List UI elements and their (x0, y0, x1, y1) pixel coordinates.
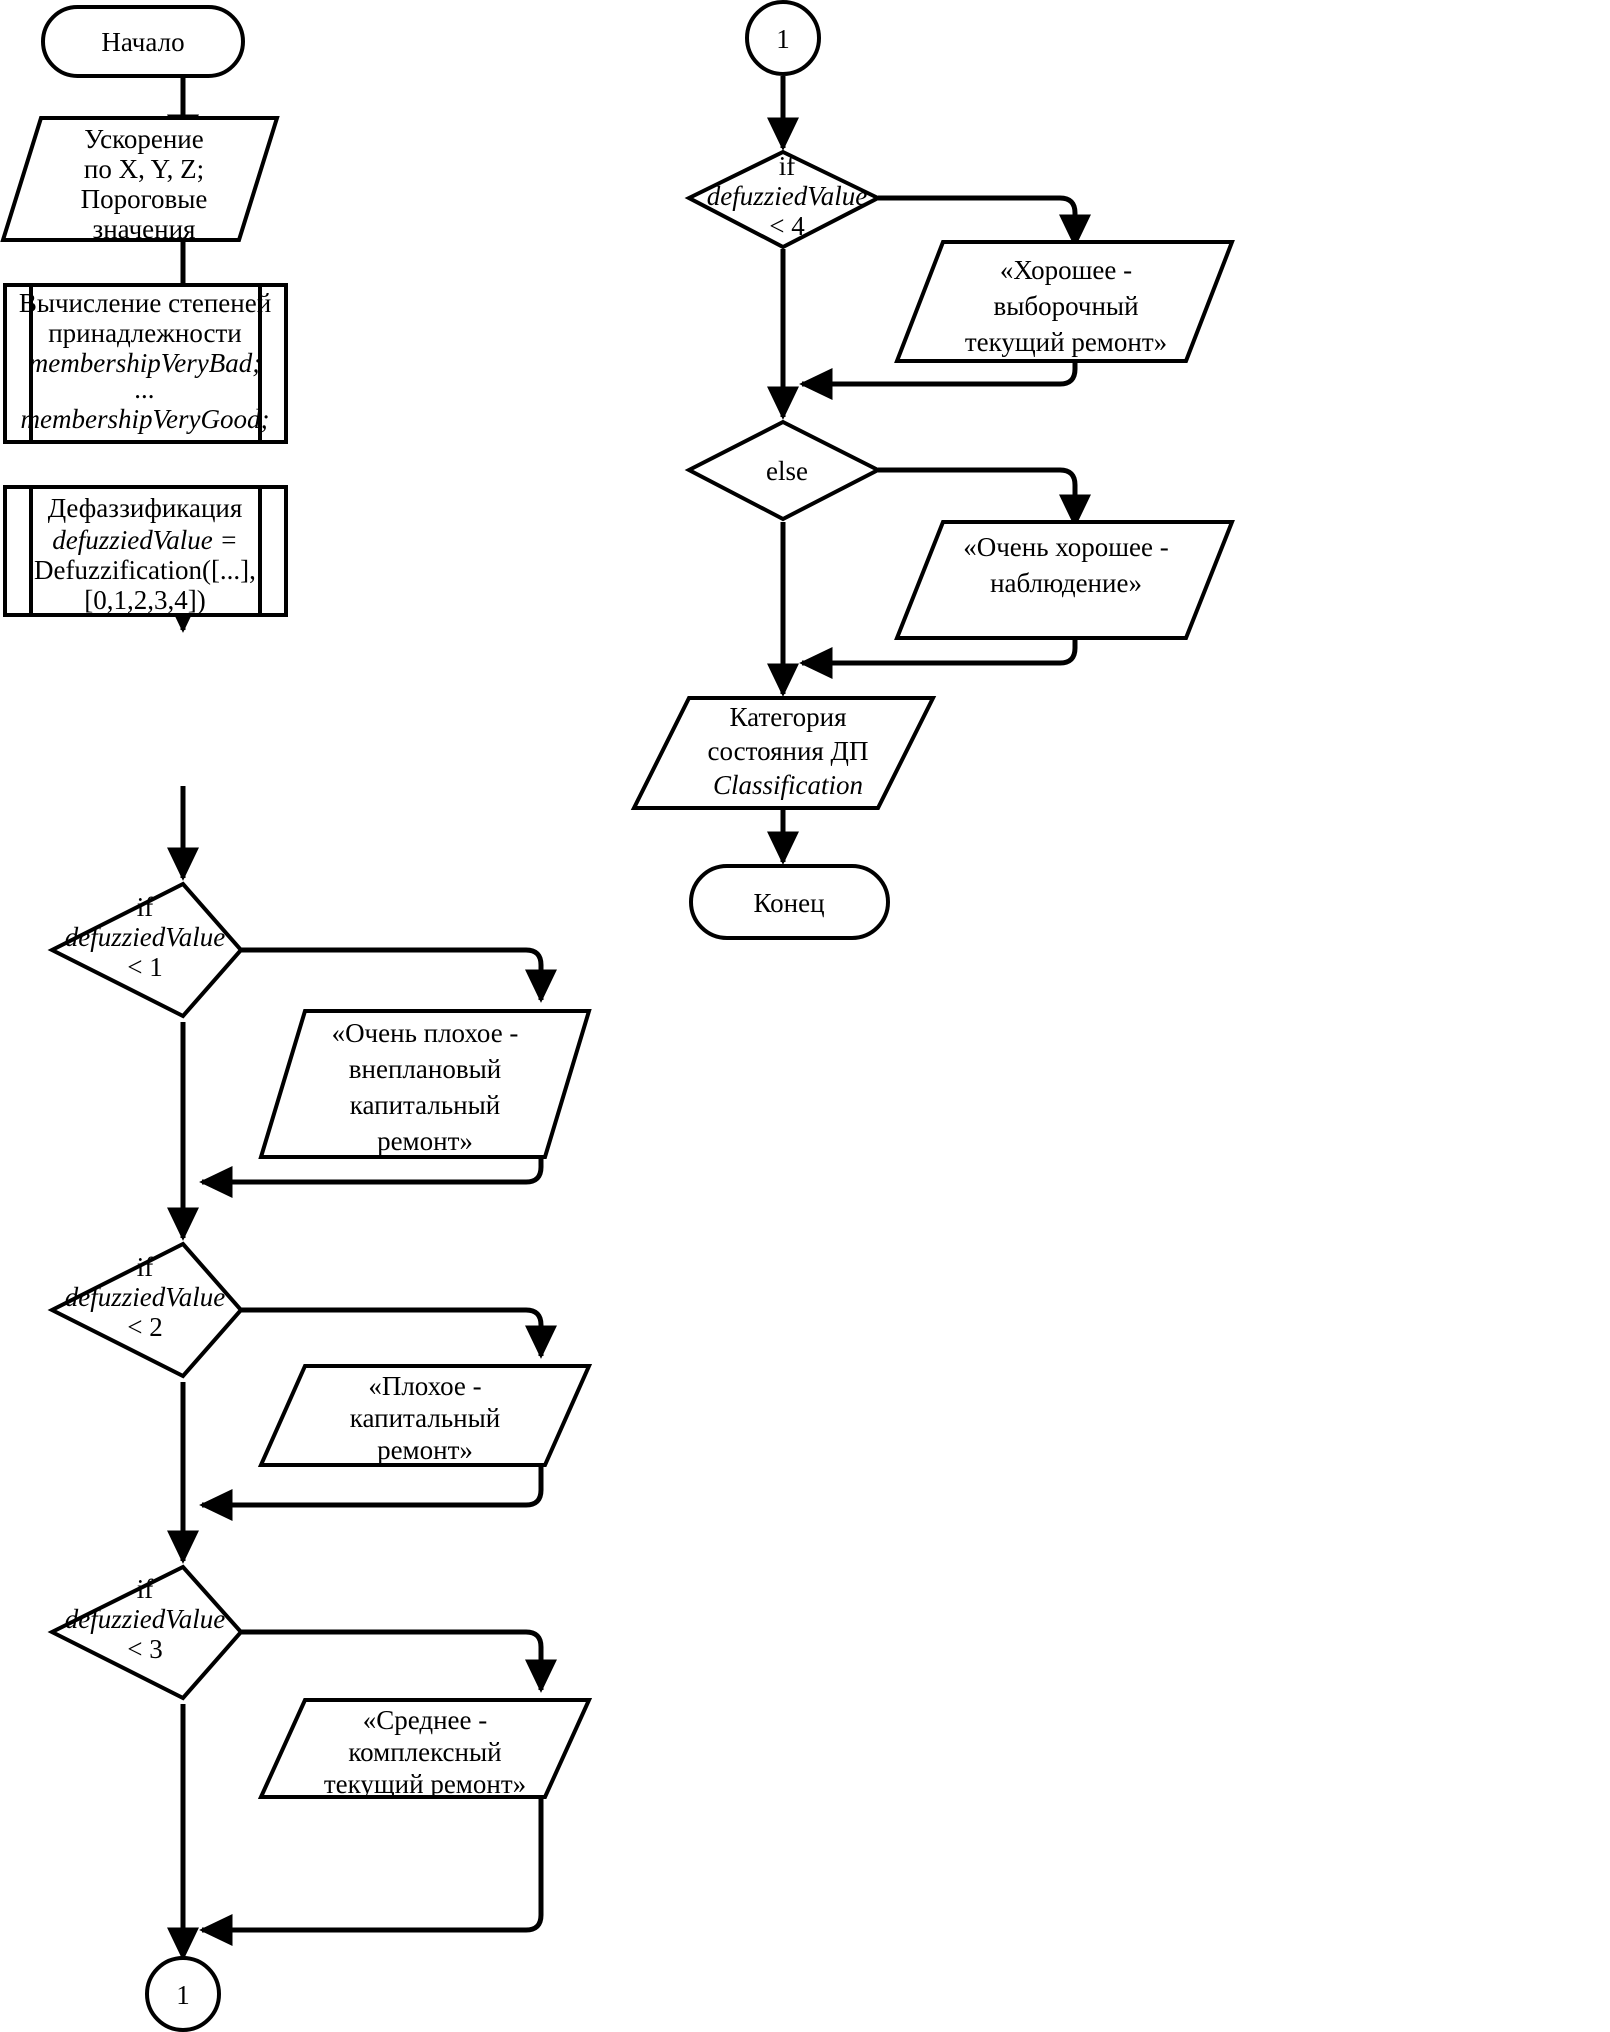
membership-line-2: принадлежности (48, 318, 242, 348)
out-very-bad-line-3: капитальный (350, 1090, 500, 1120)
if-lt-1-line-1: if (137, 892, 154, 922)
input-data-line-1: Ускорение (84, 124, 203, 154)
else-label: else (766, 456, 808, 486)
out-good-line-1: «Хорошее - (1000, 255, 1132, 285)
if-lt-2-line-3: < 2 (127, 1312, 162, 1342)
edge-out-very-good-to-category (799, 638, 1078, 680)
if-lt-1-line-3: < 1 (127, 952, 162, 982)
if-lt-3-diamond-shape (47, 1564, 244, 1701)
edge-out-very-bad-to-if2 (199, 1157, 544, 1199)
edge-if3-true-to-out-medium (239, 1629, 558, 1693)
connector-in-label: 1 (776, 24, 790, 54)
connector-in-shape (745, 0, 821, 76)
node-if-lt-4[interactable]: if defuzziedValue < 4 (684, 149, 883, 250)
node-if-lt-1[interactable]: if defuzziedValue < 1 (47, 881, 244, 1019)
if-lt-4-line-3: < 4 (769, 211, 805, 241)
out-very-bad-line-2: внеплановый (349, 1054, 501, 1084)
edge-if1-true-to-out-very-bad (239, 947, 558, 1003)
start-terminator-shape (41, 5, 245, 78)
node-start[interactable]: Начало (41, 5, 245, 78)
edge-out-good-to-else (799, 361, 1078, 401)
out-good-shape (894, 240, 1235, 363)
if-lt-1-line-2: defuzziedValue (65, 922, 225, 952)
out-category-shape (630, 696, 937, 810)
else-diamond-shape (684, 419, 883, 522)
edge-if2-true-to-out-bad (239, 1307, 558, 1359)
node-if-lt-3[interactable]: if defuzziedValue < 3 (47, 1564, 244, 1701)
membership-line-3: membershipVeryBad; (29, 348, 261, 378)
defuzz-line-1: Дефаззификация (48, 493, 243, 523)
out-good-line-2: выборочный (993, 291, 1138, 321)
out-very-bad-line-4: ремонт» (377, 1126, 473, 1156)
out-medium-line-2: комплексный (348, 1737, 501, 1767)
out-very-good-line-1: «Очень хорошее - (963, 532, 1169, 562)
node-else[interactable]: else (684, 419, 883, 522)
membership-box-shape (3, 283, 288, 444)
node-out-very-bad[interactable]: «Очень плохое - внеплановый капитальный … (258, 1009, 592, 1159)
out-very-good-line-2: наблюдение» (990, 568, 1142, 598)
out-category-line-1: Категория (730, 702, 847, 732)
input-data-line-3: Пороговые (81, 184, 208, 214)
edge-else-true-to-out-very-good (878, 467, 1092, 528)
out-bad-line-3: ремонт» (377, 1435, 473, 1465)
start-label: Начало (101, 27, 184, 57)
out-category-line-2: состояния ДП (708, 736, 869, 766)
out-medium-line-3: текущий ремонт» (324, 1769, 526, 1799)
edge-out-medium-to-connector (199, 1797, 544, 1947)
node-defuzzification[interactable]: Дефаззификация defuzziedValue = Defuzzif… (3, 485, 288, 617)
defuzz-box-shape (3, 485, 288, 617)
out-category-line-3: Classification (713, 770, 863, 800)
if-lt-4-line-1: if (779, 151, 796, 181)
membership-line-5: membershipVeryGood; (21, 404, 270, 434)
defuzz-line-4: [0,1,2,3,4]) (84, 585, 205, 615)
edge-out-bad-to-if3 (199, 1465, 544, 1522)
node-connector-in[interactable]: 1 (745, 0, 821, 76)
defuzz-line-2: defuzziedValue = (52, 525, 237, 555)
if-lt-2-line-2: defuzziedValue (65, 1282, 225, 1312)
connector-out-shape (145, 1956, 221, 2032)
out-good-line-3: текущий ремонт» (965, 327, 1167, 357)
node-end[interactable]: Конец (689, 864, 890, 940)
membership-line-4: ... (135, 374, 155, 404)
node-out-good[interactable]: «Хорошее - выборочный текущий ремонт» (894, 240, 1235, 363)
input-data-line-4: значения (93, 214, 196, 244)
node-connector-out[interactable]: 1 (145, 1956, 221, 2032)
node-if-lt-2[interactable]: if defuzziedValue < 2 (47, 1241, 244, 1379)
input-data-line-2: по X, Y, Z; (84, 154, 204, 184)
out-bad-shape (257, 1364, 593, 1467)
if-lt-3-line-1: if (137, 1574, 154, 1604)
out-very-good-shape (894, 520, 1235, 640)
node-input-data[interactable]: Ускорение по X, Y, Z; Пороговые значения (0, 116, 280, 244)
if-lt-2-line-1: if (137, 1252, 154, 1282)
node-out-medium[interactable]: «Среднее - комплексный текущий ремонт» (257, 1698, 593, 1799)
connector-out-label: 1 (176, 1980, 190, 2010)
end-terminator-shape (689, 864, 890, 940)
if-lt-4-line-2: defuzziedValue (707, 181, 867, 211)
node-out-bad[interactable]: «Плохое - капитальный ремонт» (257, 1364, 593, 1467)
out-bad-line-1: «Плохое - (368, 1371, 481, 1401)
node-out-category[interactable]: Категория состояния ДП Classification (630, 696, 937, 810)
if-lt-2-diamond-shape (47, 1241, 244, 1379)
node-out-very-good[interactable]: «Очень хорошее - наблюдение» (894, 520, 1235, 640)
if-lt-3-line-3: < 3 (127, 1634, 162, 1664)
edges-layer (166, 76, 1092, 1961)
out-very-bad-shape (258, 1009, 592, 1159)
membership-line-1: Вычисление степеней (19, 288, 271, 318)
defuzz-line-3: Defuzzification([...], (34, 555, 256, 585)
edge-if4-true-to-out-good (878, 195, 1092, 248)
if-lt-1-diamond-shape (47, 881, 244, 1019)
input-data-shape (0, 116, 280, 242)
out-bad-line-2: капитальный (350, 1403, 500, 1433)
out-very-bad-line-1: «Очень плохое - (332, 1018, 519, 1048)
end-label: Конец (753, 888, 824, 918)
if-lt-3-line-2: defuzziedValue (65, 1604, 225, 1634)
out-medium-line-1: «Среднее - (363, 1705, 488, 1735)
node-membership[interactable]: Вычисление степеней принадлежности membe… (3, 283, 288, 444)
out-medium-shape (257, 1698, 593, 1799)
if-lt-4-diamond-shape (684, 149, 883, 250)
